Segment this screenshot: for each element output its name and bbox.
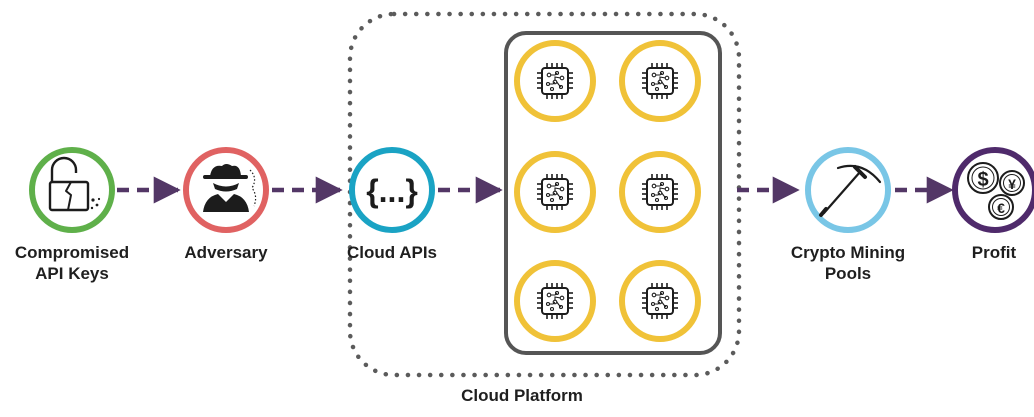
coins-icon: $ ¥ € bbox=[967, 162, 1025, 220]
compute-node bbox=[619, 260, 701, 342]
euro-symbol: € bbox=[997, 200, 1005, 216]
crypto-pools-label: Crypto Mining Pools bbox=[773, 242, 923, 284]
profit-label: Profit bbox=[971, 243, 1017, 262]
cloud-apis-label: Cloud APIs bbox=[346, 243, 438, 262]
compromised-keys-node bbox=[29, 147, 115, 233]
compute-node bbox=[514, 260, 596, 342]
curly-braces-ellipsis-icon: {...} bbox=[366, 173, 418, 209]
cloud-platform-label: Cloud Platform bbox=[461, 386, 583, 405]
compute-node bbox=[514, 40, 596, 122]
profit-node: $ ¥ € bbox=[952, 147, 1034, 233]
compute-instances-box bbox=[504, 31, 722, 355]
dollar-symbol: $ bbox=[977, 169, 988, 191]
yen-symbol: ¥ bbox=[1008, 176, 1016, 192]
compromised-keys-label-line2: API Keys bbox=[35, 264, 109, 283]
cloud-apis-node: {...} bbox=[349, 147, 435, 233]
unlocked-padlock-icon bbox=[48, 156, 101, 212]
compute-node bbox=[619, 40, 701, 122]
pickaxe-icon bbox=[819, 164, 882, 217]
hacker-spy-icon bbox=[203, 164, 257, 212]
crypto-pools-node bbox=[805, 147, 891, 233]
crypto-pools-label-line1: Crypto Mining bbox=[790, 243, 906, 262]
compute-node bbox=[514, 151, 596, 233]
adversary-label: Adversary bbox=[184, 243, 268, 262]
crypto-pools-label-line2: Pools bbox=[824, 264, 872, 283]
compromised-keys-label: Compromised API Keys bbox=[2, 242, 142, 284]
compute-node bbox=[619, 151, 701, 233]
compromised-keys-label-line1: Compromised bbox=[14, 243, 130, 262]
adversary-node bbox=[183, 147, 269, 233]
